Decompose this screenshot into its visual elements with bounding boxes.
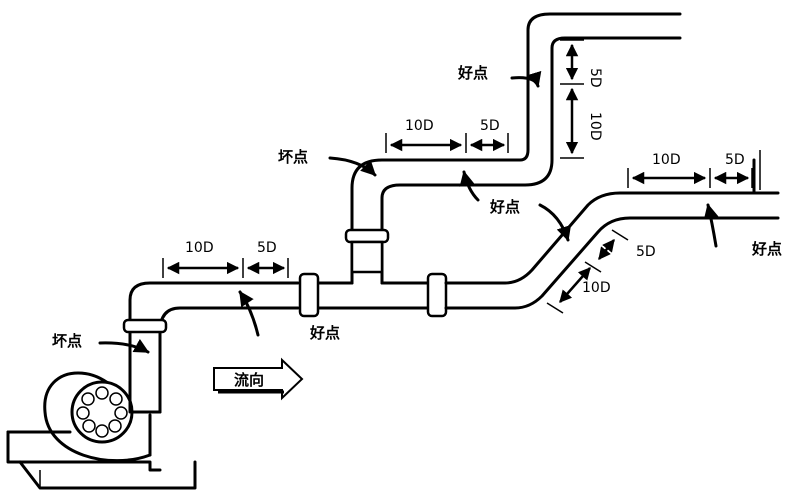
dim-vert-5d: 5D xyxy=(587,68,603,88)
dim-right-10d: 10D xyxy=(652,152,681,168)
flange-2 xyxy=(426,272,448,318)
label-bad-upper: 坏点 xyxy=(278,148,308,166)
label-good-top: 好点 xyxy=(457,64,488,82)
dim-upper-5d: 5D xyxy=(480,118,500,134)
dim-diag-10d: 10D xyxy=(582,280,611,296)
flange-1 xyxy=(298,272,320,318)
flange-tee xyxy=(344,228,390,244)
label-good-lower: 好点 xyxy=(309,324,340,342)
dim-right: 10D 5D xyxy=(627,152,753,188)
label-good-right: 好点 xyxy=(751,240,782,258)
dim-vert-10d: 10D xyxy=(587,112,603,141)
label-bad-lower: 坏点 xyxy=(52,332,82,350)
flow-label: 流向 xyxy=(234,371,264,389)
impeller xyxy=(76,386,128,438)
label-good-mid: 好点 xyxy=(489,198,520,216)
dim-upper-10d: 10D xyxy=(405,118,434,134)
pump-base xyxy=(6,430,197,490)
flow-arrow: 流向 xyxy=(213,357,304,401)
leaders xyxy=(98,70,719,354)
flange-pump xyxy=(122,318,168,334)
dim-diagonal: 5D 10D xyxy=(546,229,656,314)
dim-vertical: 5D 10D xyxy=(560,39,603,159)
dim-lower: 10D 5D xyxy=(162,240,289,278)
lower-riser xyxy=(122,281,300,414)
dim-right-5d: 5D xyxy=(725,152,745,168)
pump xyxy=(43,371,162,463)
dim-lower-5d: 5D xyxy=(257,240,277,256)
dim-lower-10d: 10D xyxy=(185,240,214,256)
dim-diag-5d: 5D xyxy=(636,244,656,260)
dim-upper: 10D 5D xyxy=(385,118,509,153)
tee-riser xyxy=(344,12,682,285)
